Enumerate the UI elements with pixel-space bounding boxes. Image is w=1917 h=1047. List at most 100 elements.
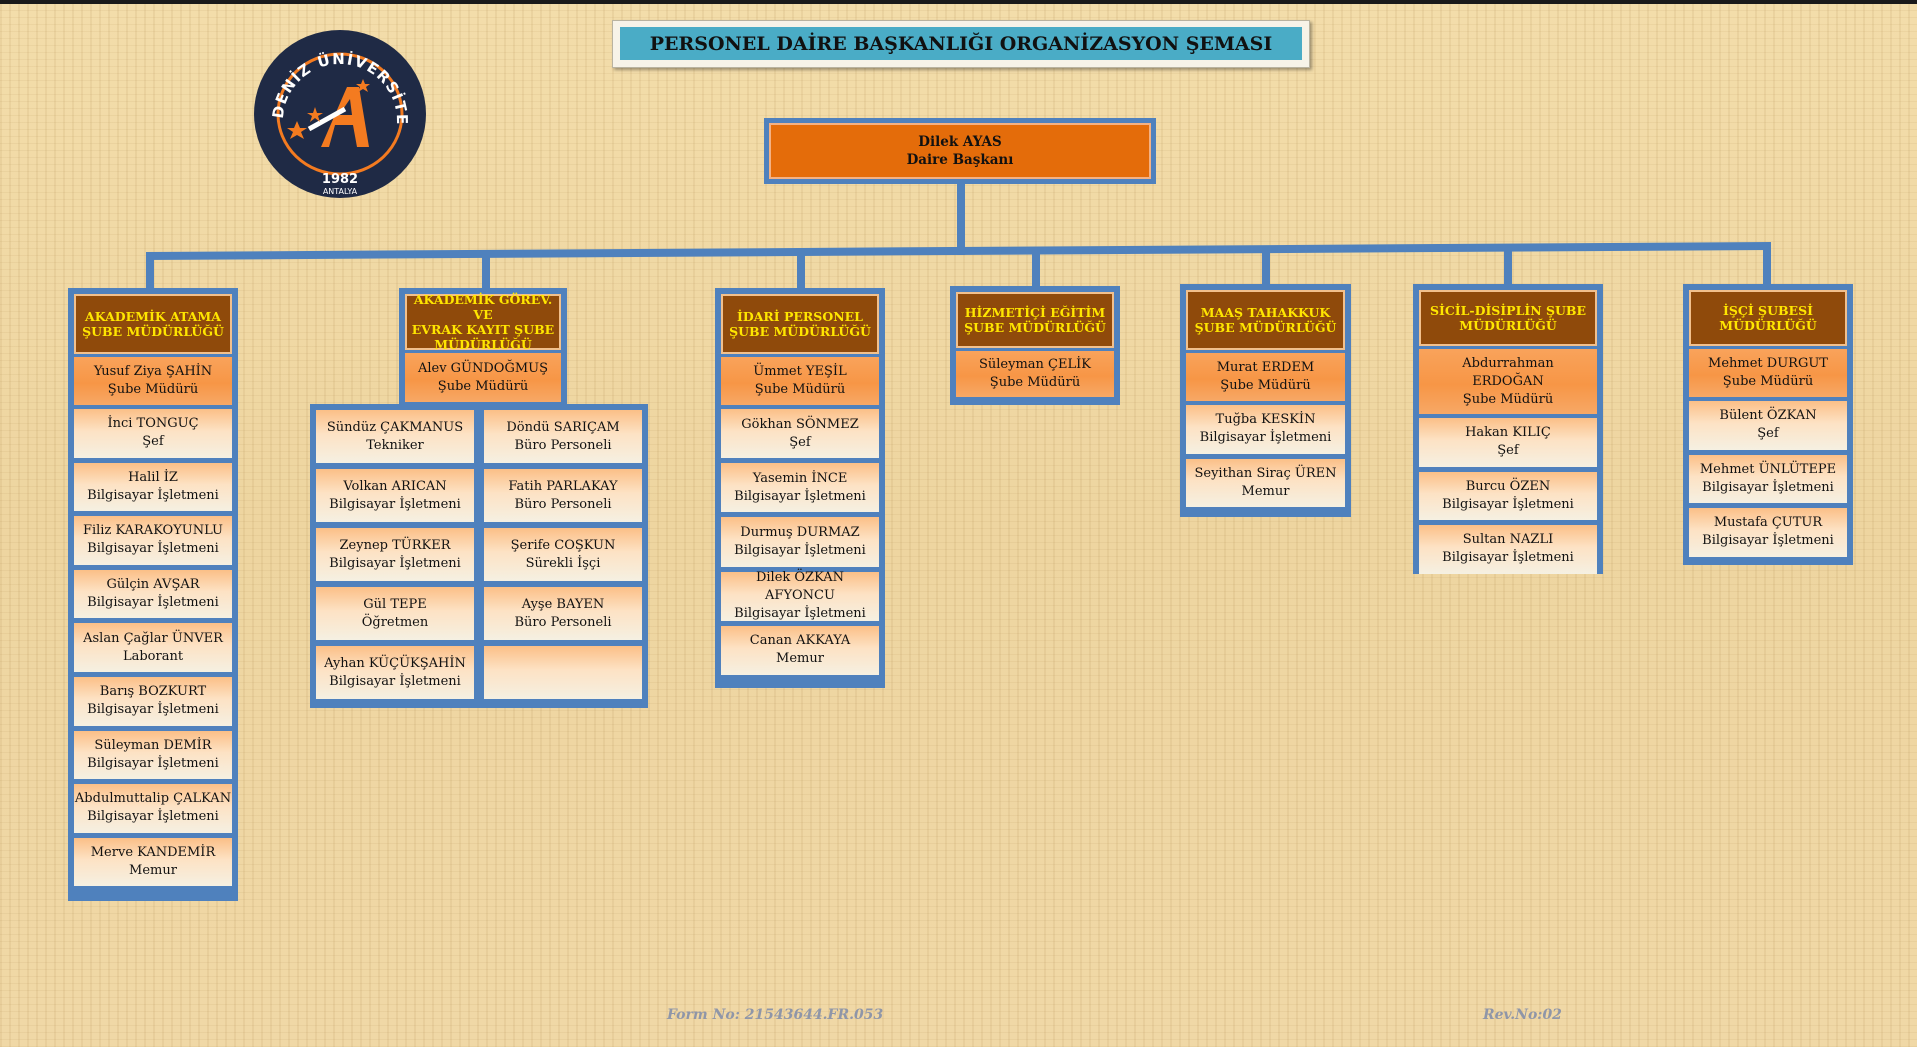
person-title: Şube Müdürü	[754, 382, 846, 397]
staff-cell: Gülçin AVŞAR Bilgisayar İşletmeni	[74, 569, 232, 619]
person-title: Büro Personeli	[514, 614, 612, 630]
person-name: Fatih PARLAKAY	[508, 478, 618, 494]
person-title: Şef	[142, 434, 164, 450]
person-name: Merve KANDEMİR	[90, 845, 216, 861]
person-title: Bilgisayar İşletmeni	[87, 755, 219, 771]
dept-name-line: AKADEMİK ATAMA	[85, 309, 221, 324]
person-name: Sündüz ÇAKMANUS	[326, 419, 464, 435]
person-title: Sürekli İşçi	[525, 555, 601, 571]
person-title: Bilgisayar İşletmeni	[1702, 479, 1834, 495]
person-title: Şef	[1497, 443, 1519, 459]
person-name: Murat ERDEM	[1216, 360, 1315, 375]
person-title: Bilgisayar İşletmeni	[734, 488, 866, 504]
person-name: Abdurrahman	[1462, 355, 1554, 371]
person-title: Memur	[129, 863, 177, 879]
dept-name-line: SİCİL-DİSİPLİN ŞUBE	[1429, 303, 1587, 318]
person-name: Zeynep TÜRKER	[339, 537, 451, 553]
person-title: Şube Müdürü	[1220, 378, 1311, 393]
dept-name-line: MAAŞ TAHAKKUK	[1200, 305, 1331, 320]
logo-letter-a-icon	[321, 87, 369, 147]
person-title: Bilgisayar İşletmeni	[87, 595, 219, 611]
person-title: Bilgisayar İşletmeni	[87, 702, 219, 718]
person-name-cont: ERDOĞAN	[1472, 373, 1544, 389]
top-border	[0, 0, 1917, 4]
person-name: Barış BOZKURT	[99, 684, 207, 700]
connector-drop-4	[1032, 250, 1040, 288]
dept-manager-5: Murat ERDEM Şube Müdürü	[1186, 353, 1345, 401]
star-icon	[307, 107, 323, 122]
dept-name-line: MÜDÜRLÜĞÜ	[1459, 318, 1557, 333]
revision-number: Rev.No:02	[1483, 1007, 1562, 1023]
connector-drop-2	[482, 253, 490, 290]
staff-cell: Merve KANDEMİR Memur	[74, 837, 232, 887]
person-name: Halil İZ	[128, 469, 178, 485]
connector-drop-1	[146, 254, 154, 290]
person-title: Bilgisayar İşletmeni	[1442, 550, 1574, 566]
person-name: Bülent ÖZKAN	[1719, 408, 1817, 424]
person-title: Bilgisayar İşletmeni	[87, 809, 219, 825]
person-title: Şube Müdürü	[107, 382, 199, 397]
person-title: Memur	[776, 651, 824, 667]
person-title: Bilgisayar İşletmeni	[329, 673, 461, 689]
person-name: Gül TEPE	[363, 596, 427, 612]
person-title: Şube Müdürü	[1462, 391, 1554, 407]
staff-cell	[484, 646, 642, 699]
person-name: Gökhan SÖNMEZ	[741, 416, 859, 432]
person-name: Volkan ARICAN	[343, 478, 447, 494]
person-name: Canan AKKAYA	[749, 633, 851, 649]
dept-name-line: ŞUBE MÜDÜRLÜĞÜ	[964, 320, 1106, 335]
dept-name-line: AKADEMİK GÖREV. VE	[413, 292, 553, 322]
chart-title-box: PERSONEL DAİRE BAŞKANLIĞI ORGANİZASYON Ş…	[612, 20, 1310, 68]
person-title: Öğretmen	[361, 614, 429, 630]
head-title: Daire Başkanı	[906, 152, 1014, 168]
person-name: Filiz KARAKOYUNLU	[82, 523, 224, 539]
dept-name-line: MÜDÜRLÜĞÜ	[434, 337, 532, 352]
person-name: Döndü SARIÇAM	[506, 419, 620, 435]
person-name: Gülçin AVŞAR	[106, 577, 200, 593]
person-title: Şube Müdürü	[989, 375, 1081, 390]
person-title: Bilgisayar İşletmeni	[1702, 533, 1834, 549]
logo-inner-ring	[276, 52, 404, 176]
person-name: Ayhan KÜÇÜKŞAHİN	[324, 655, 466, 671]
staff-cell: Gül TEPE Öğretmen	[316, 587, 474, 640]
person-name: Alev GÜNDOĞMUŞ	[417, 360, 549, 376]
dept-name-line: İŞÇİ ŞUBESİ	[1723, 303, 1813, 318]
logo-stroke-icon	[307, 106, 347, 132]
person-title: Bilgisayar İşletmeni	[329, 496, 461, 512]
person-name: Dilek ÖZKAN AFYONCU	[755, 570, 845, 604]
person-name: Hakan KILIÇ	[1465, 425, 1551, 441]
staff-cell: Hakan KILIÇ Şef	[1419, 418, 1597, 467]
staff-cell: Barış BOZKURT Bilgisayar İşletmeni	[74, 677, 232, 726]
university-logo: AKDENİZ ÜNİVERSİTESİ 1982 ANTALYA	[253, 29, 426, 198]
person-title: Şube Müdürü	[437, 378, 529, 394]
person-name: Burcu ÖZEN	[1465, 478, 1551, 494]
connector-drop-3	[797, 251, 805, 290]
dept-manager-2: Alev GÜNDOĞMUŞ Şube Müdürü	[405, 353, 561, 402]
person-name: Şerife COŞKUN	[510, 537, 616, 553]
person-name: Mehmet ÜNLÜTEPE	[1699, 461, 1837, 477]
dept-name-line: İDARİ PERSONEL	[737, 309, 863, 324]
person-name: Mehmet DURGUT	[1708, 356, 1828, 371]
person-name: Tuğba KESKİN	[1215, 412, 1316, 428]
person-title: Büro Personeli	[514, 437, 612, 453]
person-title: Memur	[1241, 483, 1290, 499]
person-title: Bilgisayar İşletmeni	[87, 487, 219, 503]
